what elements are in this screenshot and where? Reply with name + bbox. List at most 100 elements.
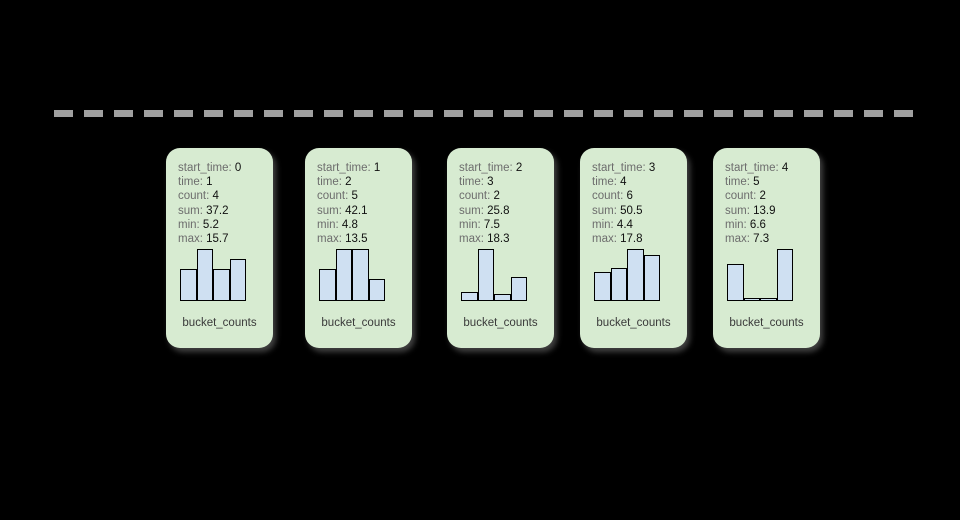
field-key-count: count: [317, 190, 352, 203]
field-start_time: start_time: 0 [178, 161, 267, 175]
histogram-bar [643, 255, 660, 301]
field-count: count: 5 [317, 189, 406, 203]
field-value-start_time: 1 [373, 162, 381, 174]
field-value-max: 18.3 [487, 233, 510, 246]
field-sum: sum: 25.8 [459, 204, 548, 218]
field-key-count: count: [178, 190, 213, 203]
field-value-count: 5 [351, 190, 358, 203]
field-value-time: 1 [206, 176, 213, 189]
bucket-counts-histogram [319, 249, 385, 301]
field-key-sum: sum: [178, 204, 207, 217]
field-key-time: time: [178, 176, 207, 189]
field-key-max: max: [592, 233, 621, 246]
histogram-bar [760, 297, 777, 301]
field-max: max: 15.7 [178, 232, 267, 246]
field-value-max: 15.7 [206, 233, 229, 246]
field-value-start_time: 3 [648, 162, 656, 174]
field-value-sum: 37.2 [206, 204, 229, 217]
histogram-bar [180, 268, 197, 301]
histogram-bar [494, 293, 511, 301]
field-value-count: 4 [212, 190, 219, 203]
field-time: time: 1 [178, 175, 267, 189]
field-min: min: 5.2 [178, 218, 267, 232]
histogram-bar [196, 249, 213, 301]
field-sum: sum: 37.2 [178, 204, 267, 218]
field-key-start_time: start_time: [317, 162, 374, 174]
field-start_time: start_time: 2 [459, 161, 548, 175]
bucket-counts-histogram [461, 249, 527, 301]
field-count: count: 6 [592, 189, 681, 203]
field-value-sum: 13.9 [753, 204, 776, 217]
field-value-sum: 42.1 [345, 204, 368, 217]
field-count: count: 2 [725, 189, 814, 203]
bucket-counts-histogram [727, 249, 793, 301]
field-key-min: min: [178, 218, 203, 231]
field-min: min: 4.8 [317, 218, 406, 232]
field-key-count: count: [459, 190, 494, 203]
bucket-counts-histogram [594, 249, 660, 301]
field-value-sum: 50.5 [620, 204, 643, 217]
field-value-sum: 25.8 [487, 204, 510, 217]
histogram-bar [368, 279, 385, 301]
field-value-max: 13.5 [345, 233, 368, 246]
histogram-bar [610, 268, 627, 301]
field-min: min: 7.5 [459, 218, 548, 232]
histogram-bar [510, 276, 527, 301]
field-value-min: 4.4 [616, 218, 633, 231]
field-key-start_time: start_time: [459, 162, 516, 174]
field-key-sum: sum: [725, 204, 754, 217]
field-key-time: time: [725, 176, 754, 189]
field-max: max: 18.3 [459, 232, 548, 246]
histogram-bar [776, 249, 793, 301]
histogram-label: bucket_counts [463, 317, 538, 329]
field-value-min: 6.6 [749, 218, 766, 231]
histogram-bar [461, 292, 478, 301]
field-start_time: start_time: 3 [592, 161, 681, 175]
field-min: min: 4.4 [592, 218, 681, 232]
dashed-boundary-line [54, 110, 913, 117]
histogram-bar [627, 249, 644, 301]
field-sum: sum: 42.1 [317, 204, 406, 218]
field-min: min: 6.6 [725, 218, 814, 232]
field-key-sum: sum: [317, 204, 346, 217]
field-key-min: min: [725, 218, 750, 231]
field-value-start_time: 4 [781, 162, 789, 174]
field-count: count: 2 [459, 189, 548, 203]
field-value-time: 3 [487, 176, 494, 189]
field-value-max: 7.3 [753, 233, 770, 246]
histogram-bar [594, 272, 611, 301]
histogram-bar [213, 268, 230, 301]
field-value-min: 5.2 [202, 218, 219, 231]
field-value-time: 4 [620, 176, 627, 189]
field-value-start_time: 2 [515, 162, 523, 174]
field-time: time: 5 [725, 175, 814, 189]
field-key-time: time: [459, 176, 488, 189]
field-key-min: min: [592, 218, 617, 231]
field-key-start_time: start_time: [178, 162, 235, 174]
field-value-min: 4.8 [341, 218, 358, 231]
field-key-sum: sum: [459, 204, 488, 217]
field-key-sum: sum: [592, 204, 621, 217]
histogram-bar [319, 268, 336, 301]
field-key-time: time: [317, 176, 346, 189]
field-time: time: 2 [317, 175, 406, 189]
field-value-time: 5 [753, 176, 760, 189]
field-value-count: 2 [493, 190, 500, 203]
histogram-label: bucket_counts [729, 317, 804, 329]
field-value-count: 6 [626, 190, 633, 203]
field-key-max: max: [459, 233, 488, 246]
histogram-label: bucket_counts [596, 317, 671, 329]
field-value-time: 2 [345, 176, 352, 189]
field-start_time: start_time: 1 [317, 161, 406, 175]
